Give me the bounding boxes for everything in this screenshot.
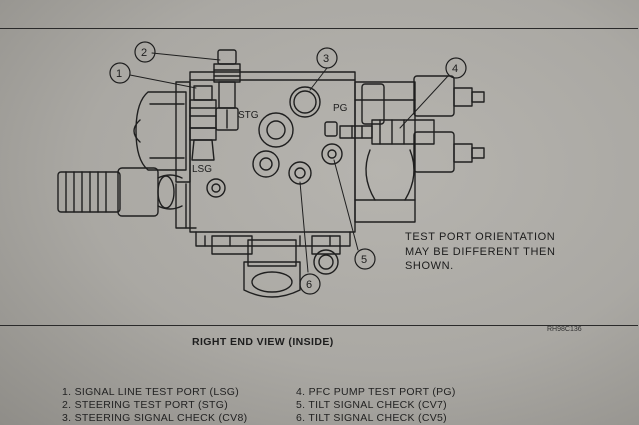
legend-item-5: 5. TILT SIGNAL CHECK (CV7) [296, 399, 447, 411]
legend: 1. SIGNAL LINE TEST PORT (LSG) 2. STEERI… [62, 386, 622, 425]
callout-4: 4 [452, 63, 458, 75]
legend-column-left: 1. SIGNAL LINE TEST PORT (LSG) 2. STEERI… [62, 386, 247, 425]
bottom-fittings [211, 235, 341, 298]
legend-item-2: 2. STEERING TEST PORT (STG) [62, 399, 229, 411]
block-ports [206, 112, 343, 198]
legend-item-4: 4. PFC PUMP TEST PORT (PG) [296, 386, 456, 398]
figure-frame [0, 28, 638, 326]
callout-3: 3 [323, 53, 329, 65]
lsg-test-port [189, 85, 217, 161]
port-label-lsg: LSG [192, 164, 212, 175]
left-pipe-assembly [133, 81, 197, 229]
legend-item-6: 6. TILT SIGNAL CHECK (CV5) [296, 412, 447, 424]
orientation-note-line-3: SHOWN. [405, 260, 454, 272]
callout-2: 2 [141, 47, 147, 59]
port-label-pg: PG [333, 103, 348, 114]
cv8-check-valve [289, 86, 321, 118]
figure-caption: RIGHT END VIEW (INSIDE) [192, 336, 334, 348]
orientation-note-line-2: MAY BE DIFFERENT THEN [405, 245, 556, 258]
port-label-stg: STG [238, 110, 259, 121]
orientation-note-line-1: TEST PORT ORIENTATION [405, 231, 556, 243]
callout-1: 1 [116, 68, 122, 80]
legend-item-1: 1. SIGNAL LINE TEST PORT (LSG) [62, 386, 240, 398]
stg-test-port [213, 49, 241, 131]
legend-item-3: 3. STEERING SIGNAL CHECK (CV8) [62, 412, 248, 424]
leader-lines [129, 52, 449, 273]
right-actuator-assembly [339, 75, 485, 223]
callout-circles [109, 41, 467, 295]
legend-column-right: 4. PFC PUMP TEST PORT (PG) 5. TILT SIGNA… [296, 386, 456, 425]
orientation-note: TEST PORT ORIENTATION MAY BE DIFFERENT T… [405, 230, 605, 274]
left-cylinder-fitting [57, 167, 183, 217]
valve-block [189, 71, 356, 247]
valve-diagram: 1 2 3 4 5 6 STG LSG PG [57, 41, 485, 298]
drawing-code: RH98C136 [547, 326, 582, 333]
callout-6: 6 [306, 279, 312, 291]
callout-5: 5 [361, 254, 367, 266]
